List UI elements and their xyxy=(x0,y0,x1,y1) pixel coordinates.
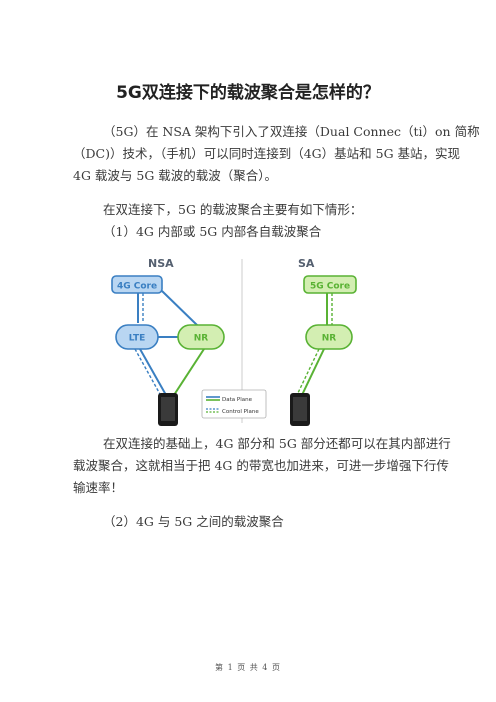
list-item-1: （1）4G 内部或 5G 内部各自载波聚合 xyxy=(73,221,425,243)
sa-5g-core-box xyxy=(303,275,357,294)
list-item-text: （1）4G 内部或 5G 内部各自载波聚合 xyxy=(103,224,322,239)
nsa-4g-core-box xyxy=(111,275,163,294)
list-item-text: （2）4G 与 5G 之间的载波聚合 xyxy=(103,514,284,529)
lte-ue-data-line xyxy=(139,348,167,396)
paragraph-intro: （5G）在 NSA 架构下引入了双连接（Dual Connec（ti）on 简称… xyxy=(73,121,480,187)
sa-label: SA xyxy=(298,257,315,270)
core-nr-data-line xyxy=(161,290,199,327)
page-title: 5G双连接下的载波聚合是怎样的？ xyxy=(116,83,380,103)
paragraph-line: 载波聚合，这就相当于把 4G 的带宽也加进来，可进一步增强下行传 xyxy=(73,458,449,473)
nsa-4g-core-label: 4G Core xyxy=(117,282,157,292)
list-item-2: （2）4G 与 5G 之间的载波聚合 xyxy=(73,511,425,533)
page-footer: 第 1 页 共 4 页 xyxy=(215,663,281,672)
lte-label: LTE xyxy=(129,334,146,344)
paragraph-line: 在双连接下，5G 的载波聚合主要有如下情形： xyxy=(103,202,363,217)
diagram-legend: Data Plane Control Plane xyxy=(201,389,267,419)
paragraph-intra-ca: 在双连接的基础上，4G 部分和 5G 部分还都可以在其内部进行 载波聚合，这就相… xyxy=(73,433,451,499)
nsa-phone-icon xyxy=(158,393,178,426)
nsa-sa-architecture-diagram: NSA SA 4G Core LTE NR 5G Core xyxy=(111,257,357,426)
sa-nr-ue-control-line xyxy=(296,348,320,396)
nr-ue-data-line xyxy=(173,348,205,396)
paragraph-line: （5G）在 NSA 架构下引入了双连接（Dual Connec（ti）on 简称 xyxy=(103,124,480,139)
sa-nr-node xyxy=(305,324,353,350)
nsa-label: NSA xyxy=(148,257,174,270)
paragraph-line: 4G 载波与 5G 载波的载波（聚合）。 xyxy=(73,168,278,183)
paragraph-cases-intro: 在双连接下，5G 的载波聚合主要有如下情形： xyxy=(73,199,425,221)
paragraph-line: （DC)）技术，（手机）可以同时连接到（4G）基站和 5G 基站，实现 xyxy=(73,146,461,161)
sa-5g-core-label: 5G Core xyxy=(310,282,350,292)
lte-ue-control-line xyxy=(134,348,162,397)
sa-nr-label: NR xyxy=(322,334,337,344)
nsa-nr-node xyxy=(177,324,225,350)
legend-control-plane: Control Plane xyxy=(222,409,259,415)
legend-data-plane: Data Plane xyxy=(222,397,253,403)
paragraph-line: 在双连接的基础上，4G 部分和 5G 部分还都可以在其内部进行 xyxy=(103,436,451,451)
lte-node xyxy=(115,324,159,350)
sa-phone-icon xyxy=(290,393,310,426)
paragraph-line: 输速率！ xyxy=(73,480,124,495)
sa-nr-ue-data-line xyxy=(301,348,325,396)
nsa-nr-label: NR xyxy=(194,334,209,344)
